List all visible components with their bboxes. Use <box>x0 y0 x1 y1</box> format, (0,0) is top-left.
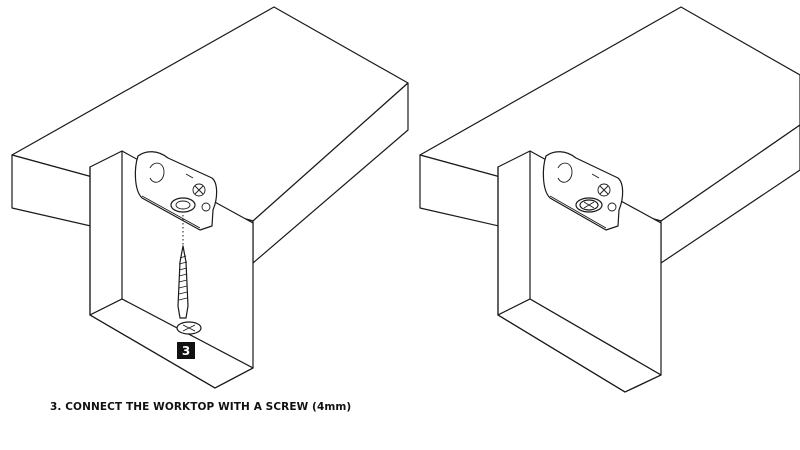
step-badge-number: 3 <box>182 344 190 358</box>
step-badge: 3 <box>177 342 195 359</box>
step-caption: 3. CONNECT THE WORKTOP WITH A SCREW (4mm… <box>50 401 352 413</box>
bracket-fitting-right <box>542 151 624 231</box>
screw <box>176 245 202 335</box>
panel-before: 3 <box>11 6 409 389</box>
panel-after <box>419 6 800 393</box>
bracket-fitting-left <box>134 151 218 231</box>
